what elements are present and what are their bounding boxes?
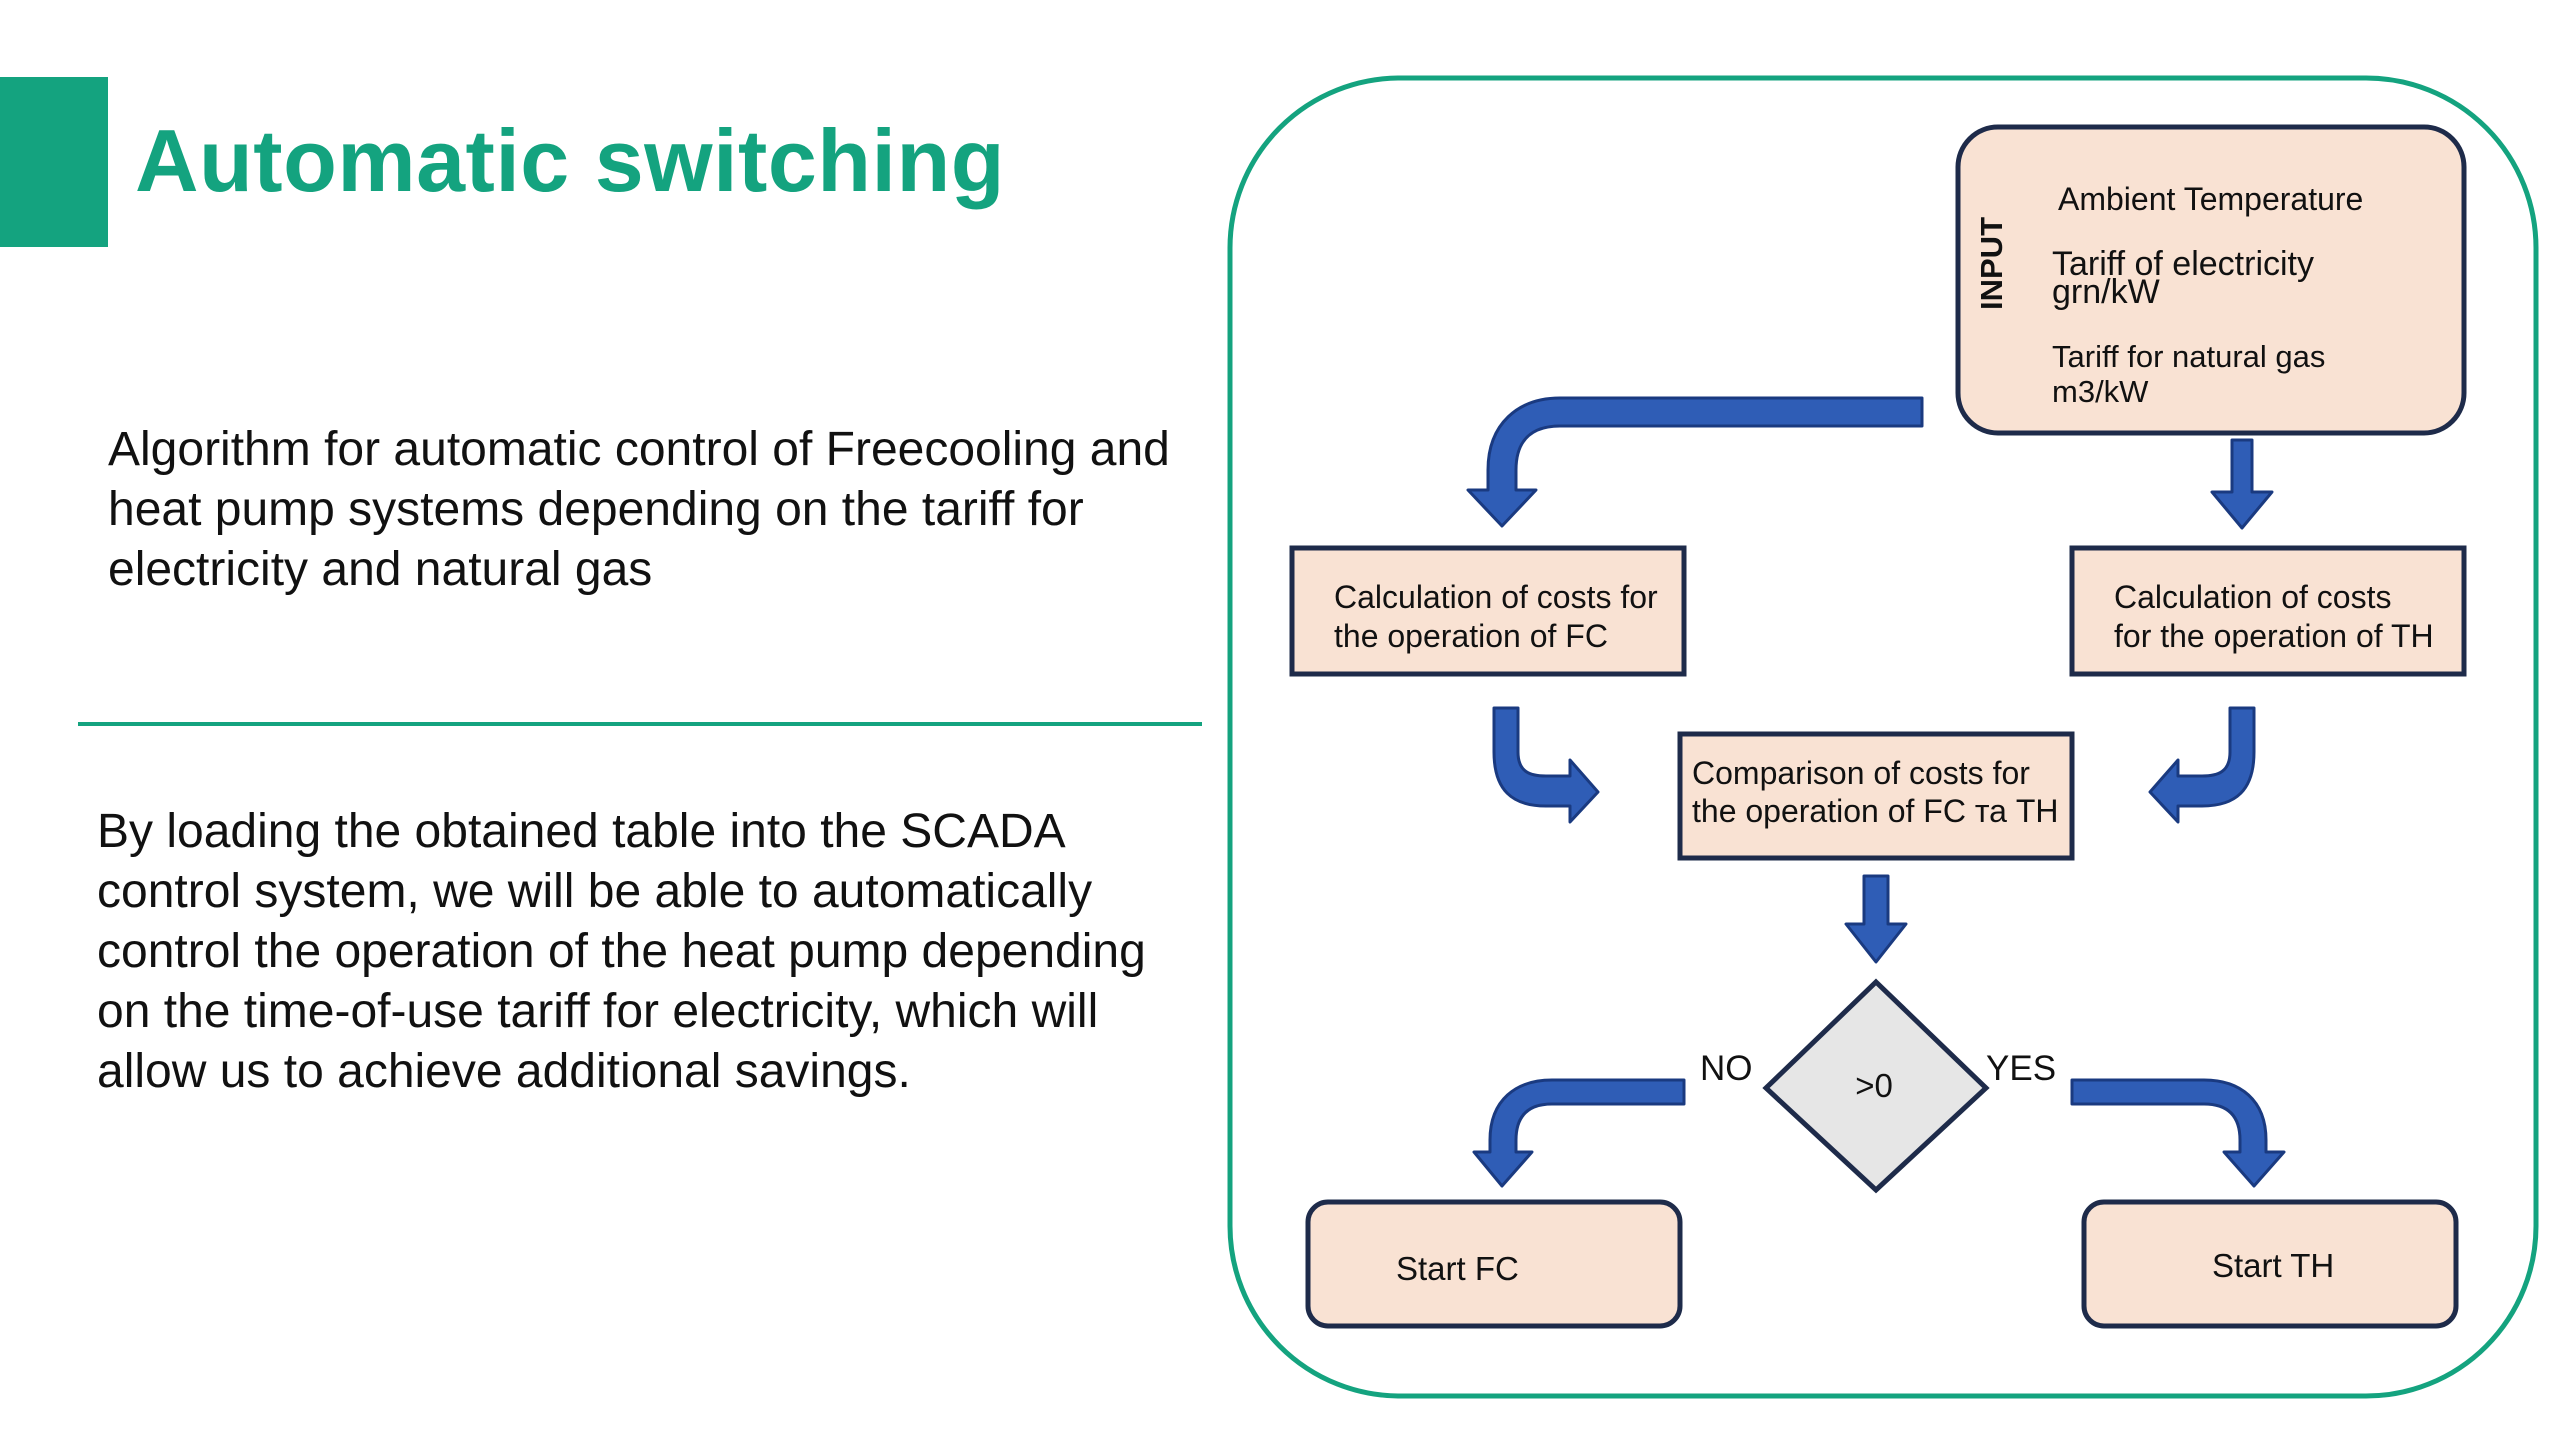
diagram-frame bbox=[1227, 75, 2539, 1399]
input-tariff-electricity-unit: grn/kW bbox=[2052, 273, 2160, 311]
page-title: Automatic switching bbox=[135, 111, 1005, 210]
arrow-no-to-start-fc bbox=[1472, 1078, 1686, 1188]
decision-diamond: >0 bbox=[1762, 978, 1990, 1194]
input-ambient-temperature: Ambient Temperature bbox=[2058, 181, 2363, 217]
calc-th-line2: for the operation of TH bbox=[2114, 618, 2434, 654]
section-divider bbox=[78, 722, 1202, 726]
arrow-input-to-th bbox=[2210, 438, 2274, 530]
arrow-yes-to-start-th bbox=[2070, 1078, 2286, 1188]
arrow-input-to-fc bbox=[1466, 396, 1924, 528]
input-tariff-electricity: Tariff of electricity bbox=[2052, 245, 2314, 283]
comparison-line2: the operation of FC та TH bbox=[1692, 793, 2058, 829]
title-accent-block bbox=[0, 77, 108, 247]
calc-th-line1: Calculation of costs bbox=[2114, 579, 2391, 615]
arrow-th-to-comparison bbox=[2148, 706, 2256, 824]
start-fc-box: Start FC bbox=[1305, 1199, 1683, 1329]
input-tariff-gas-unit: m3/kW bbox=[2052, 374, 2149, 409]
no-label: NO bbox=[1700, 1049, 1753, 1088]
calc-fc-line2: the operation of FC bbox=[1334, 618, 1608, 654]
start-th-box: Start TH bbox=[2081, 1199, 2459, 1329]
start-th-label: Start TH bbox=[2212, 1247, 2334, 1284]
yes-label: YES bbox=[1986, 1049, 2056, 1088]
arrow-comparison-to-decision bbox=[1844, 874, 1908, 964]
decision-label: >0 bbox=[1855, 1067, 1893, 1104]
scada-description: By loading the obtained table into the S… bbox=[97, 805, 1146, 1098]
input-label: INPUT bbox=[1974, 217, 2009, 310]
arrow-fc-to-comparison bbox=[1492, 706, 1600, 824]
comparison-box: Comparison of costs for the operation of… bbox=[1677, 731, 2075, 861]
calc-fc-box: Calculation of costs for the operation o… bbox=[1289, 545, 1687, 677]
input-box: INPUT Ambient Temperature Tariff of elec… bbox=[1955, 124, 2467, 436]
calc-th-box: Calculation of costs for the operation o… bbox=[2069, 545, 2467, 677]
comparison-line1: Comparison of costs for bbox=[1692, 755, 2030, 791]
algorithm-description: Algorithm for automatic control of Freec… bbox=[108, 423, 1170, 596]
start-fc-label: Start FC bbox=[1396, 1250, 1519, 1287]
calc-fc-line1: Calculation of costs for bbox=[1334, 579, 1658, 615]
input-tariff-gas: Tariff for natural gas bbox=[2052, 339, 2325, 374]
